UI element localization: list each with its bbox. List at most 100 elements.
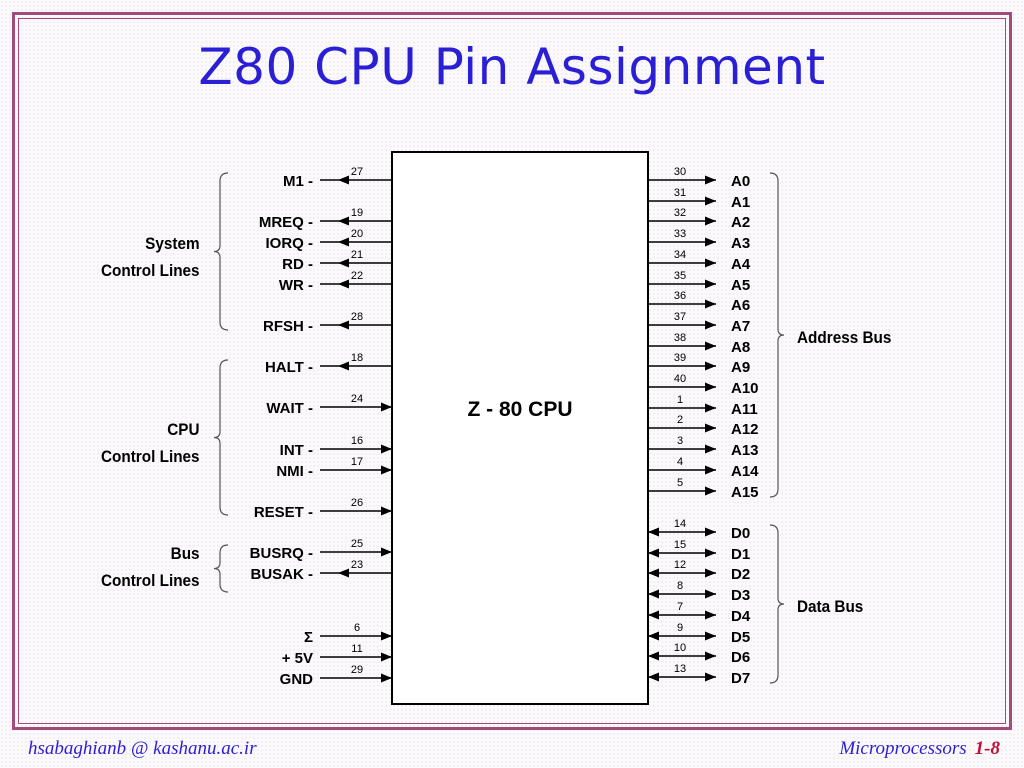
address-pin-arrow: [705, 341, 716, 351]
pin-arrow-in-13: [381, 631, 392, 641]
address-pin-number: 31: [674, 187, 686, 199]
pin-arrow-out-2: [338, 237, 349, 247]
address-pin-name: A7: [731, 318, 750, 335]
data-pin-arrow-left: [648, 527, 659, 537]
pin-arrow-in-9: [381, 465, 392, 475]
address-pin-arrow: [705, 361, 716, 371]
address-pin-name: A3: [731, 235, 750, 252]
brace-system: [213, 172, 229, 331]
brace-bus: [213, 544, 229, 593]
data-pin-arrow-right: [705, 610, 716, 620]
address-pin-name: A13: [731, 442, 759, 459]
data-pin-arrow-right: [705, 589, 716, 599]
address-pin-arrow: [705, 320, 716, 330]
data-pin-arrow-left: [648, 631, 659, 641]
address-pin-arrow: [705, 196, 716, 206]
data-pin-arrow-left: [648, 610, 659, 620]
group-label-cpu: CPU Control Lines: [101, 416, 200, 470]
left-pin-number: 23: [351, 559, 363, 571]
address-pin-arrow: [705, 444, 716, 454]
address-pin-number: 5: [677, 477, 683, 489]
left-pin-name: RD -: [282, 256, 313, 273]
pin-arrow-out-1: [338, 216, 349, 226]
address-pin-arrow: [705, 382, 716, 392]
left-pin-name: GND: [280, 671, 314, 688]
address-pin-number: 40: [674, 373, 686, 385]
address-pin-arrow: [705, 258, 716, 268]
group-label-cpu-line1: CPU: [167, 420, 200, 439]
address-pin-name: A15: [731, 484, 759, 501]
data-pin-number: 8: [677, 580, 683, 592]
footer-course-name: Microprocessors: [839, 738, 967, 759]
data-pin-arrow-right: [705, 631, 716, 641]
data-pin-number: 13: [674, 663, 686, 675]
left-pin-number: 19: [351, 207, 363, 219]
data-pin-arrow-right: [705, 548, 716, 558]
pin-arrow-out-12: [338, 568, 349, 578]
left-pin-name: Ʃ: [304, 629, 313, 646]
data-pin-number: 10: [674, 642, 686, 654]
footer-page-number: 1-8: [974, 738, 1000, 759]
address-pin-number: 36: [674, 290, 686, 302]
pin-arrow-in-14: [381, 652, 392, 662]
group-label-system-line2: Control Lines: [101, 261, 200, 280]
group-label-bus-line2: Control Lines: [101, 571, 200, 590]
pin-arrow-out-5: [338, 320, 349, 330]
address-pin-arrow: [705, 465, 716, 475]
pin-arrow-in-7: [381, 402, 392, 412]
brace-data-bus: [769, 524, 785, 684]
data-bus-label: Data Bus: [797, 597, 864, 616]
address-bus-label: Address Bus: [797, 328, 892, 347]
address-pin-number: 39: [674, 352, 686, 364]
data-pin-name: D5: [731, 629, 750, 646]
address-pin-number: 3: [677, 435, 683, 447]
brace-cpu: [213, 359, 229, 516]
left-pin-number: 18: [351, 352, 363, 364]
address-pin-arrow: [705, 175, 716, 185]
data-pin-arrow-left: [648, 672, 659, 682]
address-pin-name: A6: [731, 297, 750, 314]
left-pin-number: 27: [351, 166, 363, 178]
data-pin-number: 12: [674, 559, 686, 571]
left-pin-name: NMI -: [276, 463, 313, 480]
left-pin-name: BUSAK -: [251, 566, 314, 583]
address-pin-name: A4: [731, 256, 751, 273]
address-pin-name: A8: [731, 339, 750, 356]
data-pin-name: D0: [731, 525, 750, 542]
left-pin-number: 28: [351, 311, 363, 323]
address-pin-number: 4: [677, 456, 683, 468]
left-pin-number: 25: [351, 538, 363, 550]
data-pin-number: 9: [677, 622, 683, 634]
left-pin-number: 17: [351, 456, 363, 468]
pin-arrow-out-4: [338, 279, 349, 289]
left-pin-number: 16: [351, 435, 363, 447]
address-pin-arrow: [705, 423, 716, 433]
footer-course: Microprocessors 1-8: [839, 738, 1000, 760]
left-pin-number: 20: [351, 228, 363, 240]
pin-arrow-in-8: [381, 444, 392, 454]
pin-arrow-in-10: [381, 506, 392, 516]
data-pin-name: D1: [731, 546, 750, 563]
pin-arrow-out-3: [338, 258, 349, 268]
address-pin-arrow: [705, 237, 716, 247]
data-pin-arrow-right: [705, 651, 716, 661]
left-pin-name: RFSH -: [263, 318, 313, 335]
data-pin-arrow-right: [705, 672, 716, 682]
data-pin-name: D3: [731, 587, 750, 604]
data-pin-number: 14: [674, 518, 686, 530]
data-pin-name: D2: [731, 566, 750, 583]
left-pin-number: 21: [351, 249, 363, 261]
left-pin-number: 24: [351, 393, 363, 405]
group-label-system: System Control Lines: [101, 230, 200, 284]
address-pin-arrow: [705, 403, 716, 413]
address-pin-name: A2: [731, 214, 750, 231]
data-pin-name: D7: [731, 670, 750, 687]
address-pin-number: 33: [674, 228, 686, 240]
pin-arrow-out-6: [338, 361, 349, 371]
group-label-system-line1: System: [145, 234, 200, 253]
address-pin-arrow: [705, 299, 716, 309]
address-pin-number: 35: [674, 270, 686, 282]
slide-border-outer: [12, 12, 1012, 730]
address-pin-number: 32: [674, 207, 686, 219]
